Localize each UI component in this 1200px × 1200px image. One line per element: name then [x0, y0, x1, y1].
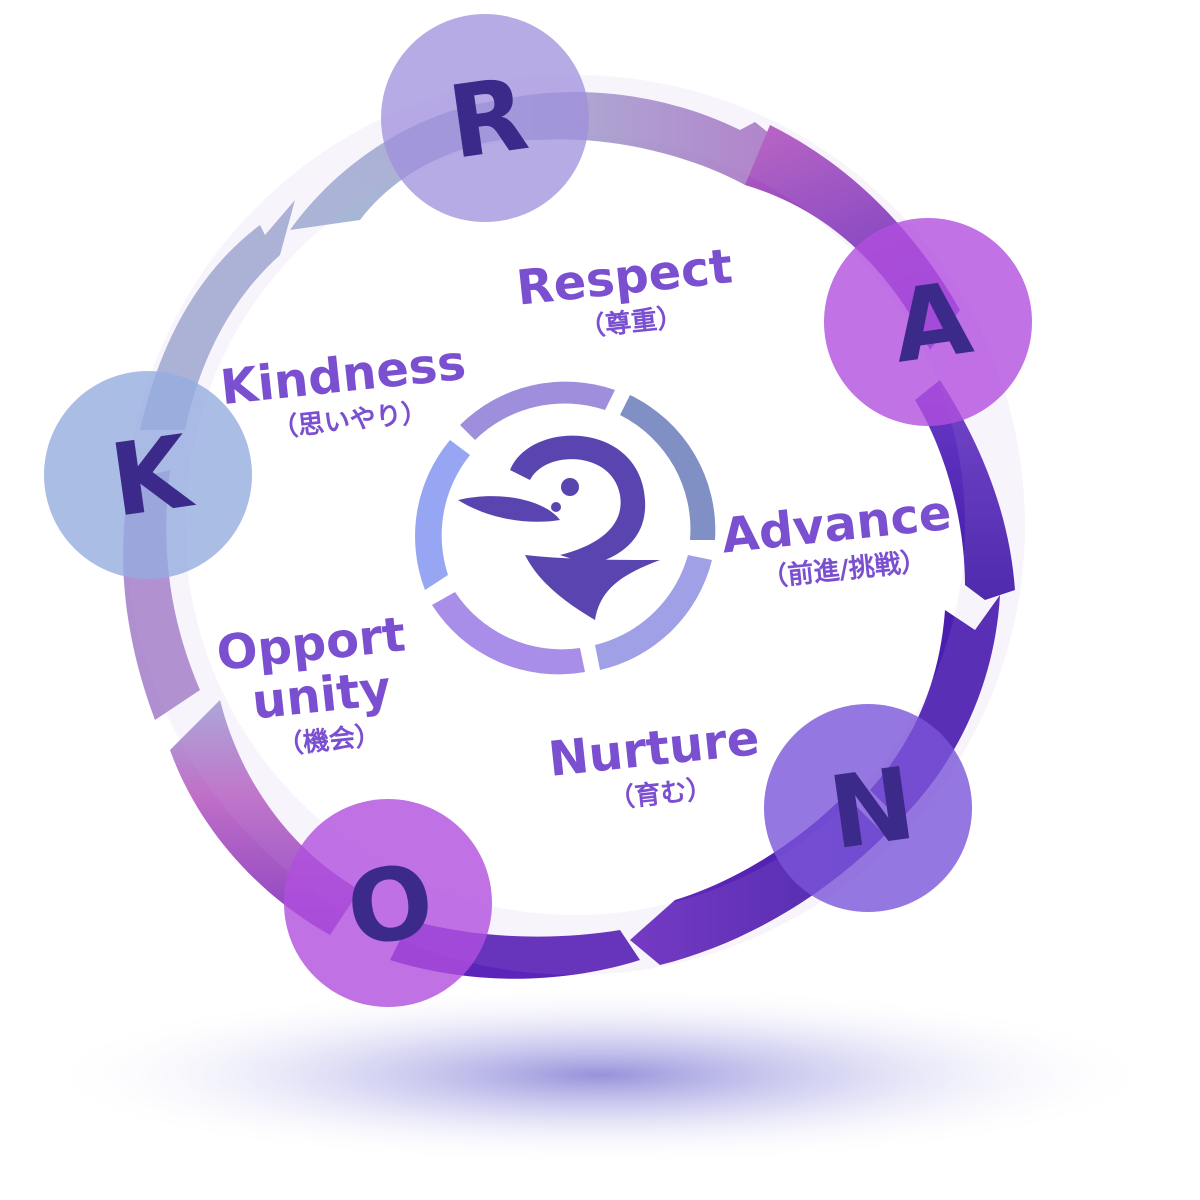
letter-a: A [886, 259, 979, 386]
logo-ring-seg-right-bottom [595, 555, 712, 670]
logo-head-arc [510, 435, 646, 565]
logo-eye-large [561, 478, 579, 496]
value-labels: Respect （尊重） Advance （前進/挑戦） Nurture （育む… [214, 238, 954, 815]
center-logo [415, 381, 716, 675]
word-nurture: Nurture [546, 710, 762, 788]
letter-n: N [822, 745, 921, 873]
circle-n-bg [764, 704, 972, 912]
circle-n[interactable]: N [764, 704, 972, 912]
circle-o-bg [284, 799, 492, 1007]
circle-r-bg [381, 14, 589, 222]
circle-a[interactable]: A [824, 218, 1032, 426]
word-kindness: Kindness [218, 335, 469, 416]
logo-ring-seg-right-top [620, 395, 716, 540]
letter-o: O [340, 842, 440, 970]
ring-segment-an [915, 380, 1015, 600]
letter-circles: R A N O K [44, 14, 1032, 1007]
bird-logo-icon [458, 435, 660, 620]
word-respect: Respect [514, 238, 735, 316]
ring-segment-kr2 [140, 200, 295, 430]
circle-r[interactable]: R [381, 14, 589, 222]
logo-tail [525, 555, 660, 620]
circle-k-bg [44, 371, 252, 579]
logo-wing [458, 496, 560, 522]
circle-k[interactable]: K [44, 371, 252, 579]
letter-r: R [442, 55, 535, 182]
circle-a-bg [824, 218, 1032, 426]
logo-ring-seg-left [415, 440, 470, 590]
logo-ring-seg-top [460, 381, 615, 440]
ground-shadow [40, 985, 1160, 1165]
circle-o[interactable]: O [284, 799, 492, 1007]
logo-eye-small [551, 502, 561, 512]
logo-ring-seg-bottom [432, 592, 585, 675]
